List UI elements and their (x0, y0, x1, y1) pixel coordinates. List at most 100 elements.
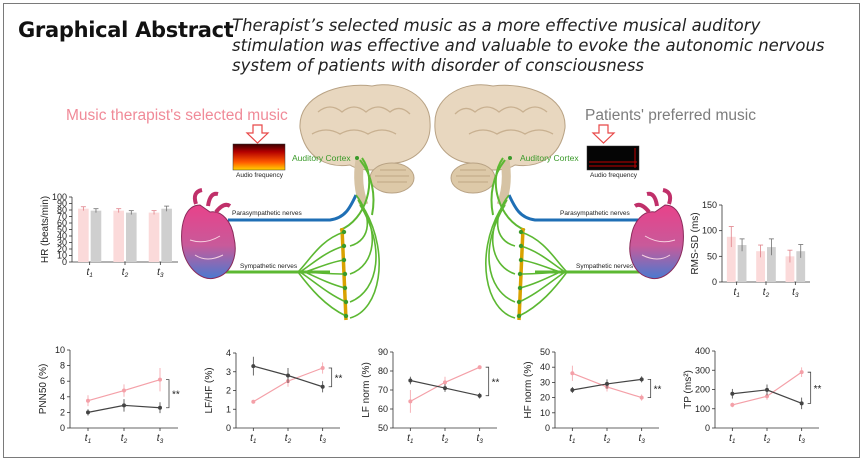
y-tick-label: 3 (226, 367, 231, 377)
data-point (570, 388, 575, 392)
data-point (477, 393, 482, 398)
data-point (443, 380, 447, 385)
y-tick-label: 0 (705, 423, 710, 433)
y-tick-label: 2 (226, 386, 231, 396)
data-point (799, 401, 804, 406)
data-point (443, 386, 447, 391)
y-tick-label: 4 (226, 348, 231, 358)
bar (90, 210, 102, 262)
data-point (286, 373, 290, 378)
data-point (730, 402, 735, 407)
x-tick-label: t1 (407, 433, 414, 445)
data-point (765, 387, 769, 392)
significance-bracket (807, 371, 812, 404)
x-tick-label: t1 (86, 267, 93, 279)
data-point (122, 388, 126, 393)
data-point (730, 391, 735, 396)
nerves-left (220, 157, 380, 321)
x-tick-label: t1 (250, 433, 257, 445)
data-point (122, 403, 126, 408)
significance-label: ** (492, 377, 500, 388)
bar (148, 212, 160, 262)
y-axis-label: LF norm (%) (361, 362, 372, 418)
y-tick-label: 400 (695, 346, 710, 356)
y-tick-label: 70 (57, 212, 67, 222)
y-tick-label: 20 (540, 393, 550, 403)
y-tick-label: 90 (57, 199, 67, 209)
y-tick-label: 100 (695, 404, 710, 414)
y-axis-label: RMS-SD (ms) (690, 212, 701, 274)
significance-bracket (485, 366, 490, 397)
x-tick-label: t2 (764, 433, 771, 445)
x-tick-label: t3 (157, 433, 164, 445)
y-tick-label: 0 (62, 257, 67, 267)
parasympathetic-label-left: Parasympathetic nerves (232, 210, 302, 217)
x-tick-label: t2 (121, 433, 128, 445)
significance-label: ** (172, 390, 180, 401)
y-tick-label: 10 (540, 408, 550, 418)
preferred-music-label: Patients' preferred music (585, 107, 756, 124)
data-point (320, 384, 325, 389)
data-point (639, 395, 644, 400)
down-arrow-icon (591, 124, 616, 144)
y-axis-label: HF norm (%) (523, 361, 534, 418)
data-point (158, 377, 162, 382)
x-tick-label: t1 (733, 287, 740, 299)
y-tick-label: 0 (545, 423, 550, 433)
heart-left (181, 188, 236, 280)
y-tick-label: 300 (695, 365, 710, 375)
x-tick-label: t2 (604, 433, 611, 445)
y-tick-label: 50 (57, 225, 67, 235)
bar (767, 247, 776, 282)
preferred-audio-caption: Audio frequency (590, 172, 638, 179)
heart-right (629, 188, 684, 280)
y-axis-label: LF/HF (%) (204, 367, 215, 413)
significance-label: ** (814, 384, 822, 395)
data-point (86, 410, 90, 415)
x-tick-label: t3 (798, 433, 805, 445)
y-tick-label: 60 (378, 404, 388, 414)
bar (126, 212, 137, 262)
auditory-cortex-label-left: Auditory Cortex (292, 153, 351, 163)
significance-label: ** (654, 384, 662, 395)
x-tick-label: t3 (157, 267, 164, 279)
data-point (639, 377, 644, 382)
bar (785, 256, 795, 282)
data-point (570, 371, 575, 376)
sympathetic-label-left: Sympathetic nerves (240, 263, 298, 270)
y-tick-label: 1 (226, 404, 231, 414)
y-tick-label: 80 (378, 366, 388, 376)
bar (726, 236, 736, 282)
y-tick-label: 200 (695, 385, 710, 395)
y-axis-label: PNN50 (%) (38, 364, 49, 415)
abstract-frame (3, 3, 860, 458)
data-point (158, 405, 162, 410)
y-tick-label: 0 (712, 277, 717, 287)
y-tick-label: 2 (60, 407, 65, 417)
significance-label: ** (335, 373, 343, 384)
y-tick-label: 10 (55, 345, 65, 355)
x-tick-label: t2 (442, 433, 449, 445)
parasympathetic-label-right: Parasympathetic nerves (560, 210, 630, 217)
y-tick-label: 10 (57, 251, 67, 261)
y-tick-label: 20 (57, 244, 67, 254)
abstract-subtitle: Therapist’s selected music as a more eff… (232, 16, 825, 75)
sympathetic-label-right: Sympathetic nerves (576, 263, 634, 270)
bar (161, 208, 172, 262)
y-tick-label: 30 (540, 377, 550, 387)
y-tick-label: 6 (60, 376, 65, 386)
data-point (605, 381, 609, 386)
x-tick-label: t1 (85, 433, 92, 445)
y-tick-label: 4 (60, 392, 65, 402)
auditory-cortex-label-right: Auditory Cortex (520, 153, 579, 163)
data-point (251, 364, 256, 369)
y-tick-label: 90 (378, 347, 388, 357)
nerves-right (485, 157, 646, 321)
y-tick-label: 0 (226, 423, 231, 433)
